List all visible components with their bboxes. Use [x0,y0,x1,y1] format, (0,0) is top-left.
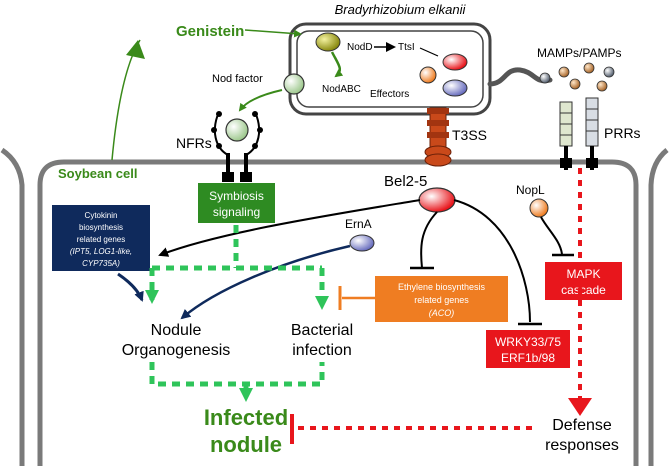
cytokinin-label-1: Cytokinin [85,211,118,220]
infected-nodule-label-1: Infected [204,405,288,430]
bel25-inhibits-ethylene [420,211,438,269]
cytokinin-label-4: (IPT5, LOG1-like, [70,247,132,256]
effector-red [442,53,468,71]
mamp-dot-1 [558,66,570,78]
symbiosis-label-2: signaling [213,205,260,219]
bacterium-cell [288,22,492,116]
defense-dashed-path [298,168,582,430]
erna-to-nodule-arrow [180,244,351,320]
nfr-receptor [211,111,263,182]
neighbor-cell-left-wall [0,147,25,466]
mapk-label-2: cascade [561,283,606,297]
symbiosis-label-1: Symbiosis [209,189,264,203]
wrky-erf-box [486,330,570,368]
defense-arrowhead [568,398,592,416]
erna-protein [349,234,375,252]
nod-factor-molecule [283,73,305,95]
defense-responses-label-2: responses [545,437,619,454]
mamp-dot-2 [583,62,595,74]
infected-nodule-label-2: nodule [210,432,282,457]
mamp-dot-4 [539,72,551,84]
cytokinin-genes-box [52,205,150,271]
soybean-cell-label: Soybean cell [58,166,137,181]
mamp-dot-5 [569,78,581,90]
effectors-label: Effectors [370,89,409,100]
symbiosis-dashed-paths [145,225,329,402]
symbiosis-signaling-box [198,183,275,223]
wrky-label-1: WRKY33/75 [495,335,561,349]
mapk-cascade-box [545,262,622,300]
bel25-label: Bel2-5 [384,173,427,190]
t3ss-label: T3SS [452,127,487,143]
wrky-label-2: ERF1b/98 [501,351,555,365]
bel25-protein [418,187,456,213]
nodule-organogenesis-label-1: Nodule [151,322,202,339]
bel25-inhibits-wrky [453,199,531,323]
nodule-organogenesis-label-2: Organogenesis [122,342,231,359]
cytokinin-label-3: related genes [77,235,125,244]
mamp-dot-3 [603,66,615,78]
nopl-protein [529,198,549,218]
nod-factor-label: Nod factor [212,73,263,85]
prr-receptor [559,97,599,170]
ethylene-label-3: (ACO) [429,308,455,318]
genistein-label: Genistein [176,23,244,40]
nopl-label: NopL [516,183,545,197]
nodd-protein [315,32,341,52]
cytokinin-label-5: CYP735A) [82,259,120,268]
mamp-dot-6 [596,80,608,92]
bel25-to-nodule-arrow [158,199,421,257]
ethylene-label-2: related genes [414,295,469,305]
ethylene-genes-box [375,276,508,322]
ttsi-label: TtsI [398,42,415,53]
prrs-label: PRRs [604,125,641,141]
t3ss-apparatus [424,107,452,167]
defense-responses-label-1: Defense [552,417,612,434]
bacterium-label: Bradyrhizobium elkanii [335,2,467,17]
bacterial-infection-label-2: infection [292,342,352,359]
soybean-cell-wall [37,159,639,466]
nfrs-label: NFRs [176,135,212,151]
effector-orange [419,66,437,84]
nodd-label: NodD [347,42,373,53]
mapk-label-1: MAPK [566,267,600,281]
mamps-label: MAMPs/PAMPs [537,46,621,60]
bacterial-infection-label-1: Bacterial [291,322,353,339]
cytokinin-label-2: biosynthesis [79,223,123,232]
nopl-inhibits-mapk [540,216,563,255]
cytokinin-to-nodule-arrow [117,272,144,302]
neighbor-cell-right-wall [648,148,669,466]
nodabc-label: NodABC [322,84,361,95]
effector-blue [442,79,468,97]
ethylene-label-1: Ethylene biosynthesis [398,282,486,292]
erna-label: ErnA [345,217,372,231]
